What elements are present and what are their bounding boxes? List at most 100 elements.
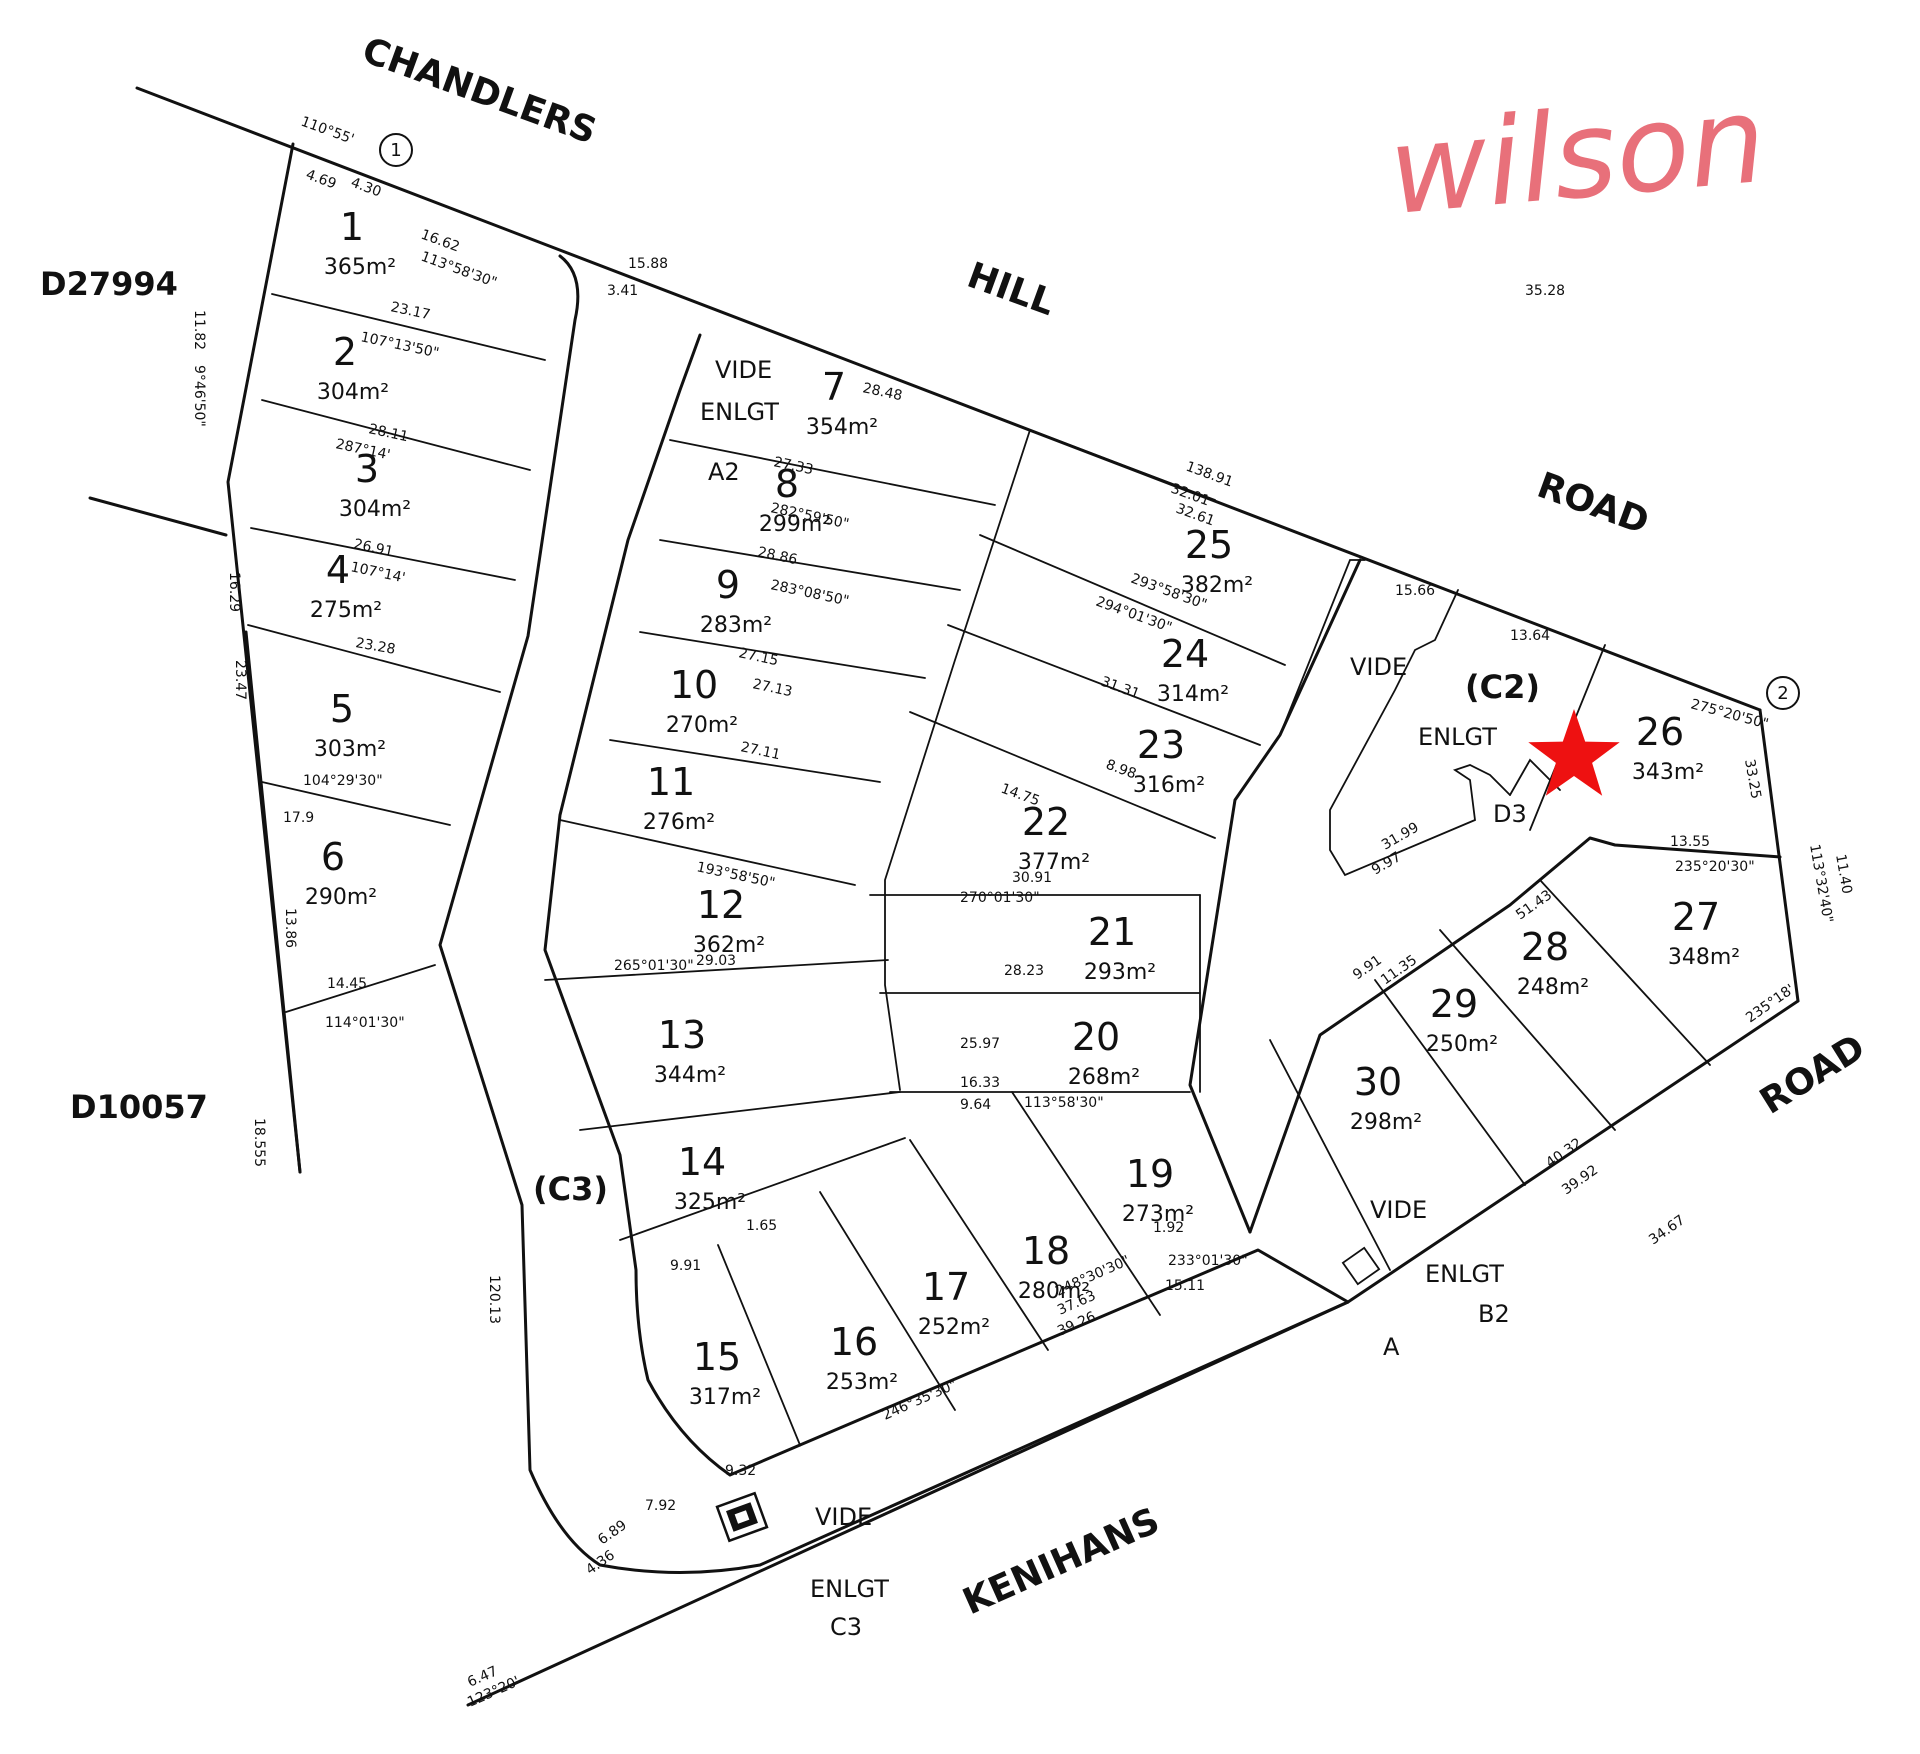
lot-4-area: 275m²	[310, 598, 382, 623]
annotation-a2: A2	[708, 458, 740, 486]
wilson-logo-text: wilson	[1383, 71, 1771, 242]
lot-11-area: 276m²	[643, 810, 715, 835]
dimension-label: 107°14'	[349, 559, 407, 586]
dimension-label: 283°08'50"	[769, 577, 850, 609]
dimension-label: 14.45	[327, 976, 367, 992]
lot-2-area: 304m²	[317, 380, 389, 405]
lot-14-area: 325m²	[674, 1190, 746, 1215]
wilson-logo: wilson	[1383, 71, 1771, 242]
lot-23-area: 316m²	[1133, 773, 1205, 798]
lot-7-area: 354m²	[806, 415, 878, 440]
lot-21-number: 21	[1088, 910, 1136, 954]
lot-9-area: 283m²	[700, 613, 772, 638]
dimension-label: 6.89	[595, 1517, 630, 1548]
dimension-label: 23.47	[232, 660, 248, 700]
dimension-label: 35.28	[1525, 283, 1565, 299]
dimension-label: 29.03	[696, 953, 736, 969]
lot-17-number: 17	[922, 1265, 970, 1309]
lot-26-number: 26	[1636, 710, 1684, 754]
lot-5-area: 303m²	[314, 737, 386, 762]
dimension-label: 9°46'50"	[191, 365, 207, 427]
lot-20-number: 20	[1072, 1015, 1120, 1059]
lot-14-number: 14	[678, 1140, 726, 1184]
dimension-label: 28.86	[756, 544, 799, 568]
dimension-label: 113°32'40"	[1806, 843, 1836, 924]
annotation-enlgt-c2: ENLGT	[1418, 723, 1497, 751]
dimension-label: 4.30	[349, 175, 384, 201]
dimension-label: 8.98	[1104, 757, 1139, 783]
dimension-label: 1.92	[1153, 1220, 1184, 1236]
lot-17-area: 252m²	[918, 1315, 990, 1340]
dimension-label: 1.65	[746, 1218, 777, 1234]
lot-lines	[247, 293, 1711, 1446]
dimension-label: 110°55'	[299, 114, 357, 148]
lot-24-area: 314m²	[1157, 682, 1229, 707]
dimension-label: 28.23	[1004, 963, 1044, 979]
dimension-label: 27.13	[751, 676, 794, 700]
lot-10-area: 270m²	[666, 713, 738, 738]
road-label-hill: HILL	[962, 255, 1060, 324]
lot-2-number: 2	[333, 330, 357, 374]
dimension-label: 31.31	[1099, 674, 1142, 703]
lot-21-area: 293m²	[1084, 960, 1156, 985]
dimension-label: 31.99	[1379, 820, 1422, 854]
dimension-label: 27.15	[737, 645, 780, 669]
dimension-label: 25.97	[960, 1036, 1000, 1052]
lot-15-area: 317m²	[689, 1385, 761, 1410]
dimension-label: 39.92	[1559, 1162, 1601, 1198]
dimension-label: 51.43	[1513, 887, 1555, 923]
dimension-label: 15.66	[1395, 583, 1435, 599]
lot-22-area: 377m²	[1018, 850, 1090, 875]
dimension-label: 16.33	[960, 1075, 1000, 1091]
lot-26-area: 343m²	[1632, 760, 1704, 785]
dimension-label: 26.91	[352, 536, 395, 560]
dimension-label: 40.32	[1543, 1135, 1585, 1171]
dimension-label: 11.82	[191, 310, 207, 350]
annotation-vide-7: VIDE	[715, 356, 772, 384]
dimension-label: 30.91	[1012, 870, 1052, 886]
dimension-label: 17.9	[283, 810, 314, 826]
lot-4-number: 4	[326, 548, 350, 592]
lot-19-area: 273m²	[1122, 1202, 1194, 1227]
annotations: VIDE ENLGT A2 VIDE ENLGT D3 VIDE ENLGT B…	[700, 356, 1527, 1641]
lot-27-area: 348m²	[1668, 945, 1740, 970]
lot-6-area: 290m²	[305, 885, 377, 910]
dimension-label: 107°13'50"	[359, 329, 440, 361]
lot-7-number: 7	[822, 365, 846, 409]
road-label-road-1: ROAD	[1532, 465, 1654, 543]
annotation-vide-c2: VIDE	[1350, 653, 1407, 681]
lot-29-number: 29	[1430, 982, 1478, 1026]
lot-9-number: 9	[716, 563, 740, 607]
annotation-d3: D3	[1493, 800, 1527, 828]
lot-8-number: 8	[775, 462, 799, 506]
dimension-label: 23.28	[354, 635, 396, 658]
dimension-label: 235°20'30"	[1675, 859, 1755, 875]
station-2-circle	[1766, 676, 1800, 710]
road-label-road-2: ROAD	[1753, 1027, 1872, 1123]
dimension-label: 9.91	[670, 1258, 701, 1274]
dimension-label: 13.86	[282, 908, 298, 948]
dimension-label: 275°20'50"	[1689, 696, 1770, 732]
internal-road-c3	[438, 254, 1782, 1574]
lot-19-number: 19	[1126, 1152, 1174, 1196]
lot-10-number: 10	[670, 663, 718, 707]
annotation-enlgt-7: ENLGT	[700, 398, 779, 426]
lot-18-area: 280m²	[1018, 1279, 1090, 1304]
dimension-label: 33.25	[1741, 758, 1764, 800]
lot-12-number: 12	[697, 883, 745, 927]
dimension-label: 120.13	[486, 1275, 502, 1324]
lot-20-area: 268m²	[1068, 1065, 1140, 1090]
dimension-label: 9.64	[960, 1097, 991, 1113]
lot-3-area: 304m²	[339, 497, 411, 522]
dimension-label: 13.55	[1670, 834, 1710, 850]
annotation-b2: B2	[1478, 1300, 1510, 1328]
dimension-label: 114°01'30"	[325, 1015, 405, 1031]
annotation-vide-15: VIDE	[815, 1503, 872, 1531]
lot-27-number: 27	[1672, 895, 1720, 939]
common-label-c3: (C3)	[533, 1170, 608, 1208]
lot-28-area: 248m²	[1517, 975, 1589, 1000]
plan-ref-d10057: D10057	[70, 1088, 208, 1126]
lot-16-number: 16	[830, 1320, 878, 1364]
lot-1-area: 365m²	[324, 255, 396, 280]
